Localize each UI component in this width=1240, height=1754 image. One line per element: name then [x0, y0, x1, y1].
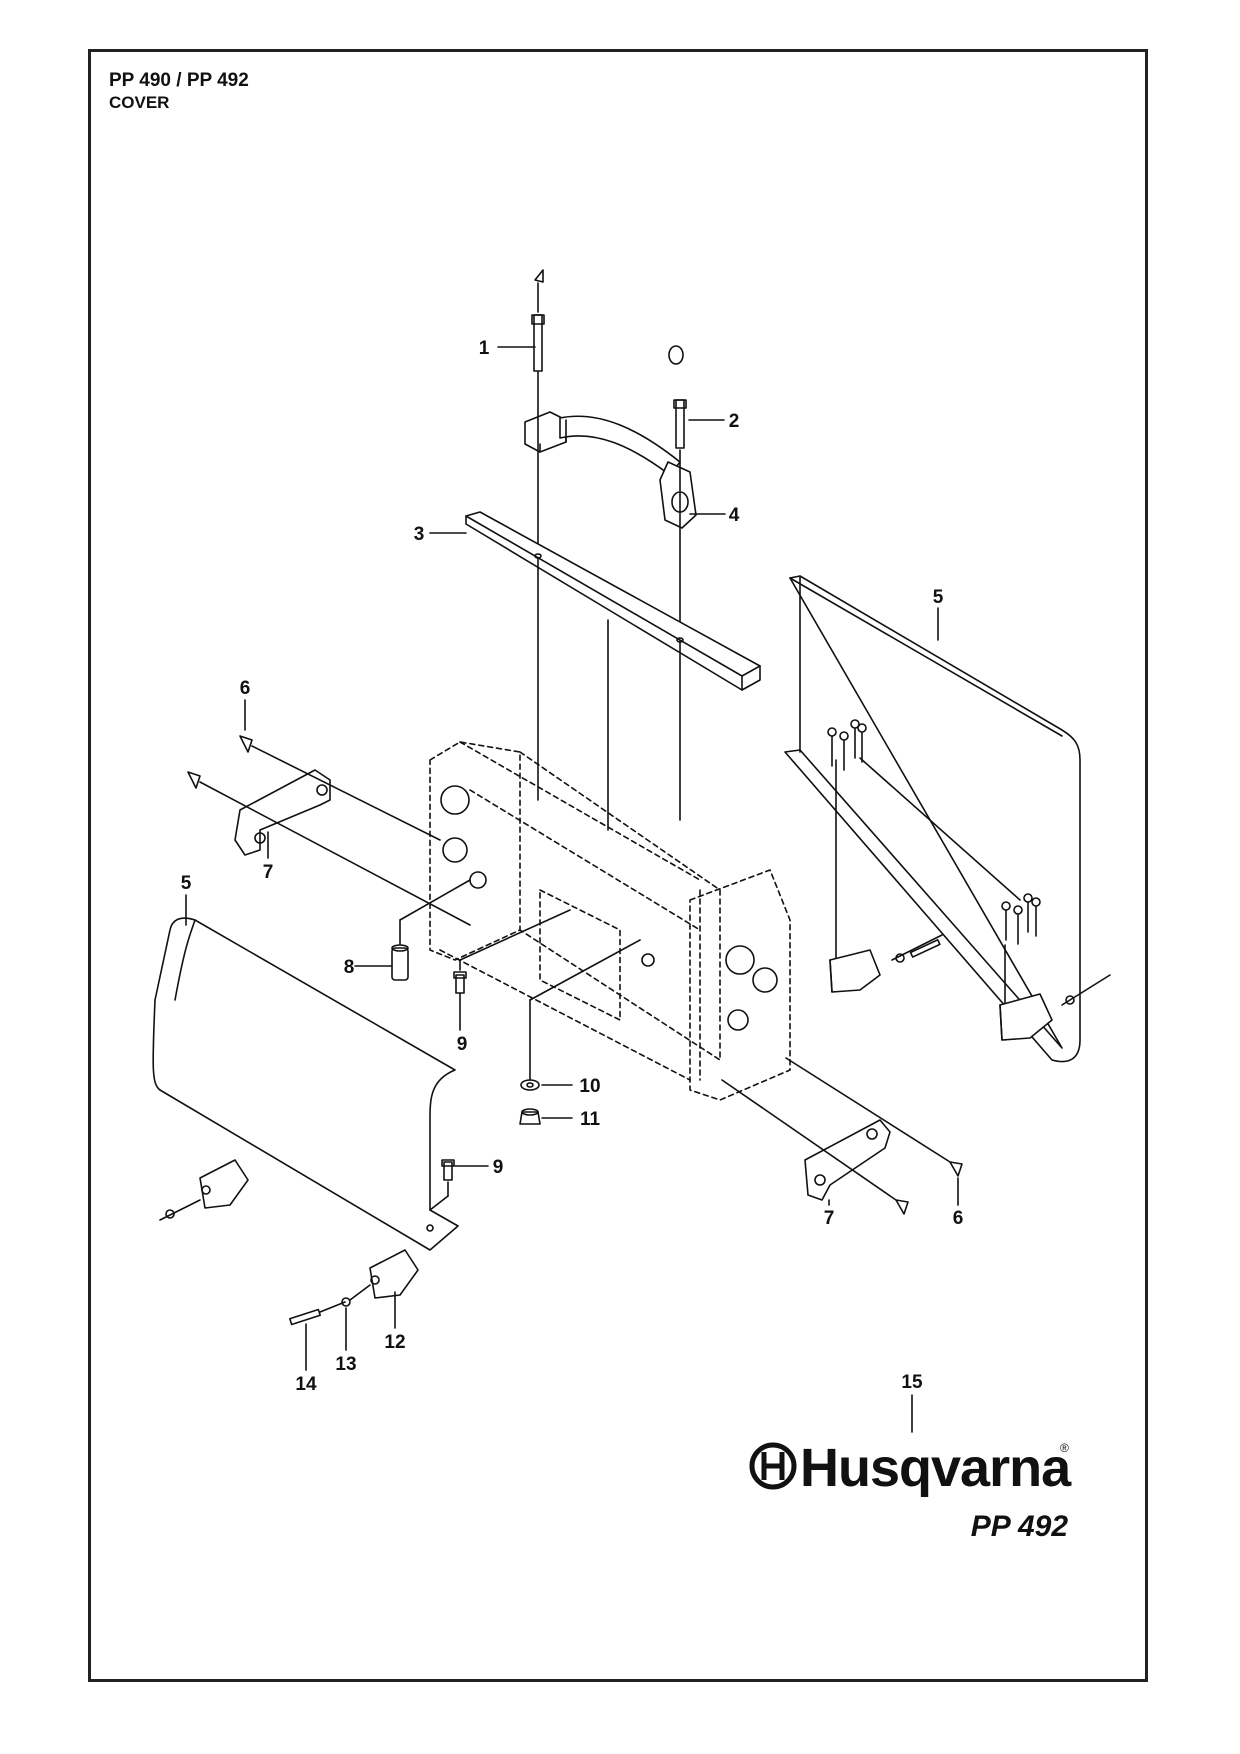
- foot-bracket-right-lower: [999, 974, 1111, 1041]
- callout-1: 1: [479, 338, 490, 359]
- callout-8: 8: [344, 957, 355, 978]
- model-name: PP 492: [971, 1510, 1069, 1543]
- screw-part-9-left-cover: [441, 1159, 455, 1181]
- foot-bracket-left-upper: [159, 1159, 249, 1221]
- screw-part-6-left: [187, 735, 253, 789]
- callout-6-right: 6: [953, 1208, 964, 1229]
- washer-part-13: [341, 1297, 351, 1307]
- callout-5-left: 5: [181, 873, 192, 894]
- screw-cluster-lower: [1001, 893, 1041, 945]
- crown-h-icon: [749, 1442, 797, 1490]
- page-subtitle: COVER: [109, 93, 170, 112]
- side-cover-right-part-5: [784, 575, 1081, 1063]
- screw-part-9-center: [453, 971, 467, 994]
- foot-bracket-right-upper: [829, 934, 943, 993]
- side-cover-left-part-5: [152, 917, 459, 1251]
- callout-9-center: 9: [457, 1034, 468, 1055]
- spacer-part-8: [391, 944, 409, 981]
- callout-13: 13: [335, 1354, 356, 1375]
- callout-11: 11: [580, 1109, 601, 1130]
- registered-mark: ®: [1060, 1441, 1069, 1455]
- callout-15: 15: [901, 1372, 923, 1393]
- nut-part-11: [519, 1108, 541, 1125]
- bolt-part-1: [531, 269, 545, 372]
- callout-3: 3: [414, 524, 425, 545]
- callout-5-right: 5: [933, 587, 944, 608]
- callout-6-left: 6: [240, 678, 251, 699]
- main-frame: [429, 741, 791, 1101]
- callout-2: 2: [729, 411, 740, 432]
- page-title: PP 490 / PP 492: [109, 70, 249, 91]
- handle-right-part-7: [804, 1119, 891, 1201]
- bolt-part-2: [668, 345, 687, 449]
- bolt-part-14: [289, 1301, 346, 1326]
- handle-left-part-7: [234, 769, 331, 856]
- page-frame: [88, 49, 1148, 1682]
- frame-holes: [440, 785, 778, 1031]
- brand-wordmark: Husqvarna: [800, 1438, 1072, 1498]
- callout-14: 14: [295, 1374, 317, 1395]
- callout-4: 4: [729, 505, 740, 526]
- husqvarna-logo: Husqvarna ® PP 492: [749, 1438, 1073, 1543]
- callout-12: 12: [384, 1332, 405, 1353]
- callout-7-right: 7: [824, 1208, 835, 1229]
- handle-bar-part-4: [524, 411, 697, 529]
- screw-cluster-upper: [827, 719, 867, 771]
- screw-part-6-right: [895, 1161, 963, 1215]
- washer-part-10: [520, 1079, 540, 1091]
- callout-10: 10: [579, 1076, 600, 1097]
- cross-bar-part-3: [465, 511, 761, 691]
- callout-9-cover: 9: [493, 1157, 504, 1178]
- foot-bracket-part-12: [369, 1249, 419, 1299]
- callout-7-left: 7: [263, 862, 274, 883]
